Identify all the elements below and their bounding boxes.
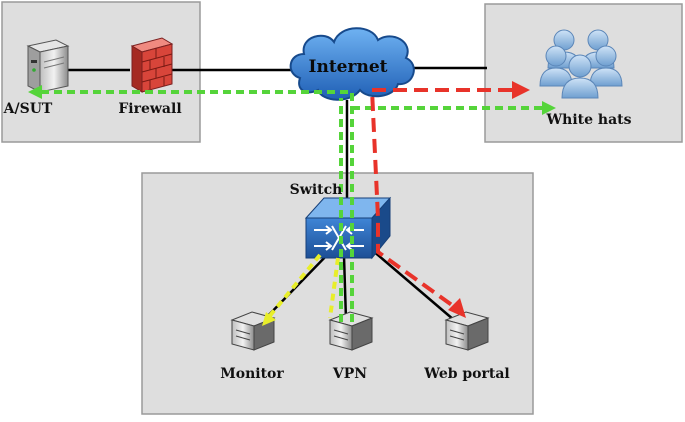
green-flow-arrows [42,90,542,322]
internet-cloud-icon [289,27,415,101]
red-arrowhead-right [512,81,530,99]
switch-label: Switch [290,182,343,198]
web-portal-label: Web portal [423,366,510,382]
white-hats-people-group-icon [539,29,623,99]
web-portal-server-icon [444,311,490,351]
monitor-label: Monitor [220,366,284,382]
red-arrowhead-down [448,298,466,318]
white-hats-label: White hats [545,112,631,128]
firewall-brick-wall-icon [130,37,174,93]
yellow-arrowhead [262,312,276,326]
asut-label: A/SUT [3,101,53,117]
red-flow-arrows [369,88,512,310]
asut-server-icon [26,39,70,93]
green-arrowhead-right [542,101,556,115]
firewall-label: Firewall [118,101,181,117]
green-arrowhead-left [28,85,42,99]
monitor-server-icon [230,311,276,351]
vpn-label: VPN [332,366,367,382]
internet-label: Internet [309,57,388,77]
yellow-flow-arrows [266,253,340,320]
